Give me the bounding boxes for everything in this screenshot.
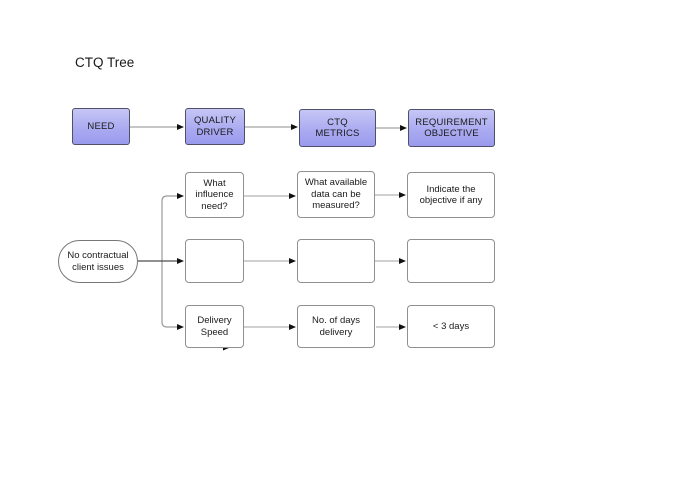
header-box-quality-driver: QUALITY DRIVER — [185, 108, 245, 145]
header-box-need-label: NEED — [87, 120, 115, 132]
row2-metric-box — [297, 239, 375, 283]
header-box-ctq-metrics-label: CTQ METRICS — [315, 116, 360, 140]
diagram-title: CTQ Tree — [75, 55, 135, 70]
row3-objective-label: < 3 days — [432, 320, 470, 332]
row1-driver-box: What influence need? — [185, 172, 244, 218]
row3-driver-box: Delivery Speed — [185, 305, 244, 348]
header-box-requirement-objective: REQUIREMENT OBJECTIVE — [408, 109, 495, 147]
row3-objective-box: < 3 days — [407, 305, 495, 348]
row1-objective-box: Indicate the objective if any — [407, 172, 495, 218]
root-node-no-contractual-client-issues: No contractual client issues — [58, 240, 138, 283]
header-box-requirement-objective-label: REQUIREMENT OBJECTIVE — [415, 116, 488, 140]
root-node-label: No contractual client issues — [67, 250, 129, 273]
row3-metric-box: No. of days delivery — [297, 305, 375, 348]
row1-driver-label: What influence need? — [195, 177, 234, 212]
row3-metric-label: No. of days delivery — [311, 315, 361, 338]
connector-root-branch-top — [161, 193, 184, 261]
row2-driver-box — [185, 239, 244, 283]
row1-metric-label: What available data can be measured? — [304, 177, 368, 212]
row2-objective-box — [407, 239, 495, 283]
row1-objective-label: Indicate the objective if any — [419, 183, 483, 207]
row1-metric-box: What available data can be measured? — [297, 171, 375, 218]
header-box-quality-driver-label: QUALITY DRIVER — [193, 115, 237, 138]
row3-driver-label: Delivery Speed — [197, 315, 232, 338]
header-box-need: NEED — [72, 108, 130, 145]
connector-root-branch-bottom — [161, 261, 184, 330]
header-box-ctq-metrics: CTQ METRICS — [299, 109, 376, 147]
